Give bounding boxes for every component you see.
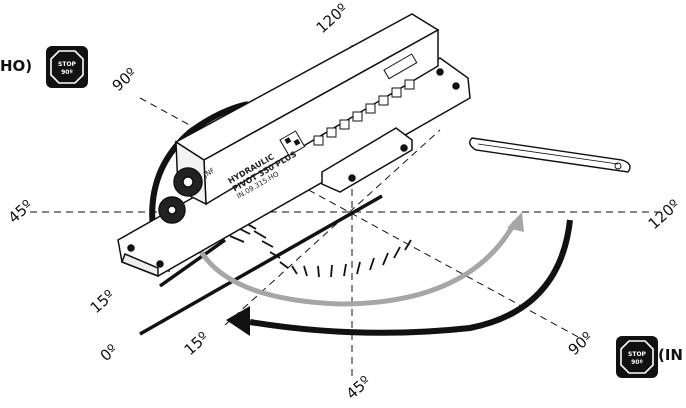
door-line-0 xyxy=(139,194,383,336)
angle-90-top: 90º xyxy=(109,64,140,95)
pivot-device xyxy=(117,13,471,278)
angle-120-right: 120º xyxy=(645,196,684,233)
angle-45-left: 45º xyxy=(5,196,36,227)
stop-left-line1: STOP xyxy=(58,61,77,68)
side-label-left: HO) xyxy=(0,57,32,75)
stop-right-line1: STOP xyxy=(628,351,647,358)
door-line-15 xyxy=(158,238,227,288)
grey-rotation-arrow xyxy=(197,220,518,307)
angle-15-bottom: 15º xyxy=(181,328,212,359)
black-arrow-head-right xyxy=(226,306,250,336)
pivot-arm xyxy=(469,137,631,173)
angle-90-right: 90º xyxy=(565,328,596,359)
angle-15-left: 15º xyxy=(87,286,118,317)
black-rotation-arrow-right xyxy=(249,219,573,336)
stop-left-line2: 90º xyxy=(61,69,73,76)
angle-45-bottom: 45º xyxy=(343,372,374,403)
stop-badge-right: STOP 90º xyxy=(616,336,658,378)
stop-right-line2: 90º xyxy=(631,359,643,366)
side-label-right: (IN xyxy=(658,346,683,364)
angle-0: 0º xyxy=(97,340,121,365)
angle-ticks xyxy=(229,221,412,278)
grey-arrow-head xyxy=(507,212,524,232)
stop-badge-left: STOP 90º xyxy=(46,46,88,88)
angle-120-top: 120º xyxy=(313,0,352,37)
